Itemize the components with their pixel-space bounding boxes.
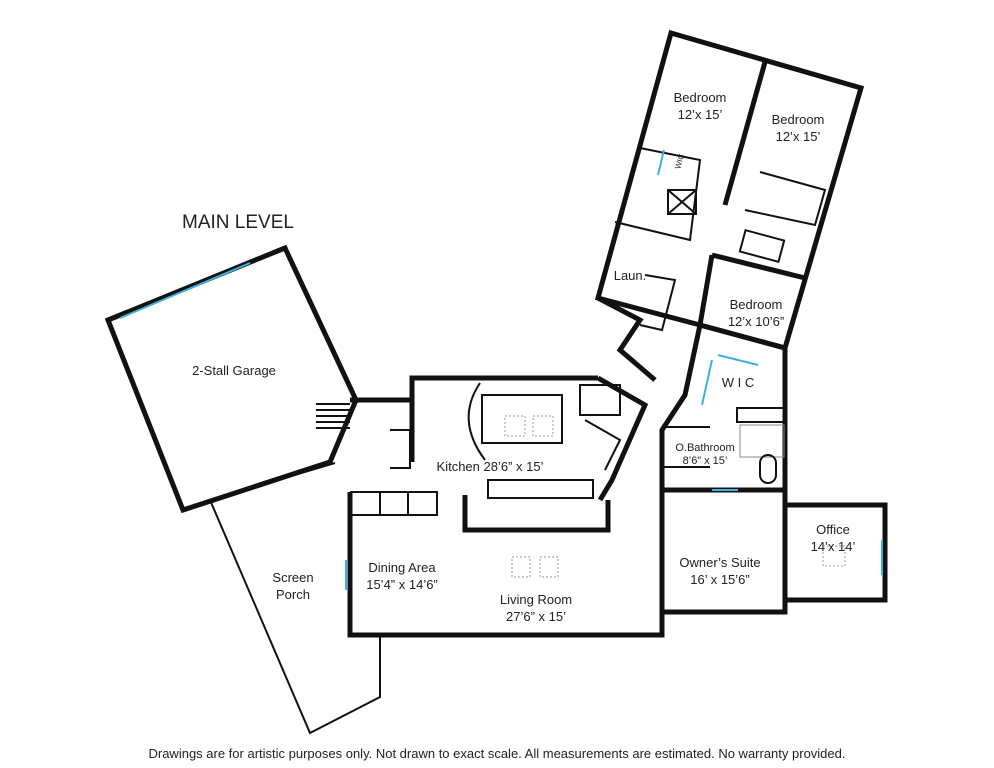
shower-icon — [739, 424, 785, 458]
bedroom2-dims: 12’x 15’ — [775, 129, 821, 144]
stool-icon — [504, 415, 526, 437]
plan-title: MAIN LEVEL — [182, 212, 294, 233]
bath2-walls — [744, 171, 827, 227]
table-icon — [511, 556, 531, 578]
main-walls — [347, 492, 665, 638]
table-icon — [539, 556, 559, 578]
hall-walls — [596, 295, 657, 382]
bedroom2-label: Bedroom 12’x 15’ — [772, 111, 825, 145]
bedroom3-label: Bedroom 12’x 10’6” — [728, 296, 784, 330]
wic-walls — [659, 322, 788, 635]
garage-door-window — [119, 262, 251, 319]
dining-label: Dining Area 15’4” x 14’6” — [366, 559, 438, 593]
office-table-icon — [822, 545, 846, 567]
owner-suite-label: Owner’s Suite 16’ x 15’6” — [679, 554, 760, 588]
bar-counter — [462, 495, 611, 533]
living-label: Living Room 27’6” x 15’ — [500, 591, 572, 625]
living-dims: 27’6” x 15’ — [506, 609, 566, 624]
shower-icon — [667, 189, 697, 215]
owner-name: Owner’s Suite — [679, 555, 761, 570]
bedroom3-dims: 12’x 10’6” — [727, 314, 785, 329]
stairs-icon — [316, 403, 350, 429]
powder-room — [579, 384, 621, 416]
laundry-walls — [639, 274, 677, 332]
bedroom-divider — [697, 254, 715, 326]
bedroom3-name: Bedroom — [729, 297, 783, 312]
mudroom-closets — [350, 491, 438, 516]
porch-walls — [209, 499, 381, 735]
porch-label-1: Screen — [272, 570, 314, 585]
kitchen-top-wall — [409, 375, 598, 462]
office-label: Office 14’x 14’ — [811, 521, 856, 555]
bedroom1-name: Bedroom — [673, 90, 727, 105]
office-walls — [785, 502, 888, 603]
office-name: Office — [816, 522, 850, 537]
hall-walls — [659, 324, 703, 520]
dining-name: Dining Area — [368, 560, 436, 575]
bedroom1-label: Bedroom 12’x 15’ — [674, 89, 727, 123]
wic-window — [717, 354, 759, 366]
wic-label: W I C — [721, 375, 755, 390]
entry-closet — [390, 429, 411, 469]
dining-dims: 15’4” x 14’6” — [366, 577, 438, 592]
obath-dims: 8’6” x 15’ — [682, 455, 728, 467]
owner-dims: 16’ x 15’6” — [690, 572, 750, 587]
bedroom-divider — [722, 61, 768, 206]
tub-icon — [738, 228, 786, 264]
bedroom1-dims: 12’x 15’ — [677, 107, 723, 122]
wic-window — [657, 149, 665, 176]
kitchen-island — [481, 394, 563, 444]
shower-x — [667, 189, 697, 215]
garage-label: 2-Stall Garage — [192, 363, 276, 378]
office-dims: 14’x 14’ — [810, 539, 856, 554]
kitchen-right-wall — [596, 375, 649, 502]
laundry-label: Laun. — [613, 268, 647, 283]
living-name: Living Room — [499, 592, 573, 607]
wic-window — [701, 359, 713, 406]
tub-icon — [759, 454, 777, 484]
bath-cabinet — [736, 407, 785, 423]
obath-name: O.Bathroom — [675, 442, 735, 454]
kitchen-island-curve — [467, 382, 486, 461]
bedroom-3-top-wall — [711, 252, 806, 281]
kitchen-counter — [487, 479, 594, 499]
bedroom2-name: Bedroom — [771, 112, 825, 127]
garage-walls — [104, 244, 359, 514]
stool-icon — [532, 415, 554, 437]
porch-label-2: Porch — [276, 587, 310, 602]
disclaimer: Drawings are for artistic purposes only.… — [148, 746, 846, 761]
porch-wall — [209, 462, 336, 501]
stair-walls — [584, 419, 622, 471]
kitchen-label: Kitchen 28’6” x 15’ — [436, 459, 544, 474]
